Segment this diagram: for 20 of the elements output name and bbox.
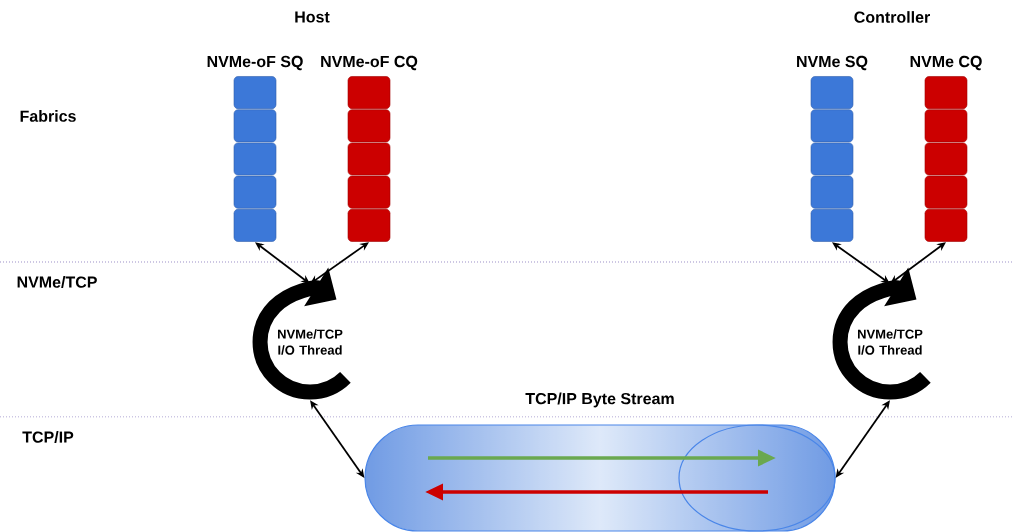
stream-heading: TCP/IP Byte Stream (525, 392, 674, 408)
section-label: Controller (854, 11, 930, 23)
arrow (310, 400, 365, 478)
thread-loop: NVMe/TCP I/O Thread (252, 267, 351, 400)
section-label: NVMe/TCP (17, 276, 97, 288)
section-label: TCP/IP (22, 431, 74, 443)
arrow (832, 242, 890, 284)
queue-heading: NVMe CQ (910, 55, 982, 71)
arrow (310, 242, 369, 284)
node-label: NVMe/TCP I/O Thread (278, 329, 343, 355)
section-label: Host (295, 11, 330, 23)
queue-heading: NVMe-oF SQ (207, 55, 303, 71)
section-label: Fabrics (20, 110, 76, 122)
arrow (890, 242, 946, 284)
arrow (835, 400, 890, 478)
queue-heading: NVMe SQ (797, 55, 868, 71)
node-label: NVMe/TCP I/O Thread (858, 329, 923, 355)
queue-heading: NVMe-oF CQ (321, 55, 418, 71)
arrow (255, 242, 310, 284)
thread-loop: NVMe/TCP I/O Thread (832, 267, 931, 400)
